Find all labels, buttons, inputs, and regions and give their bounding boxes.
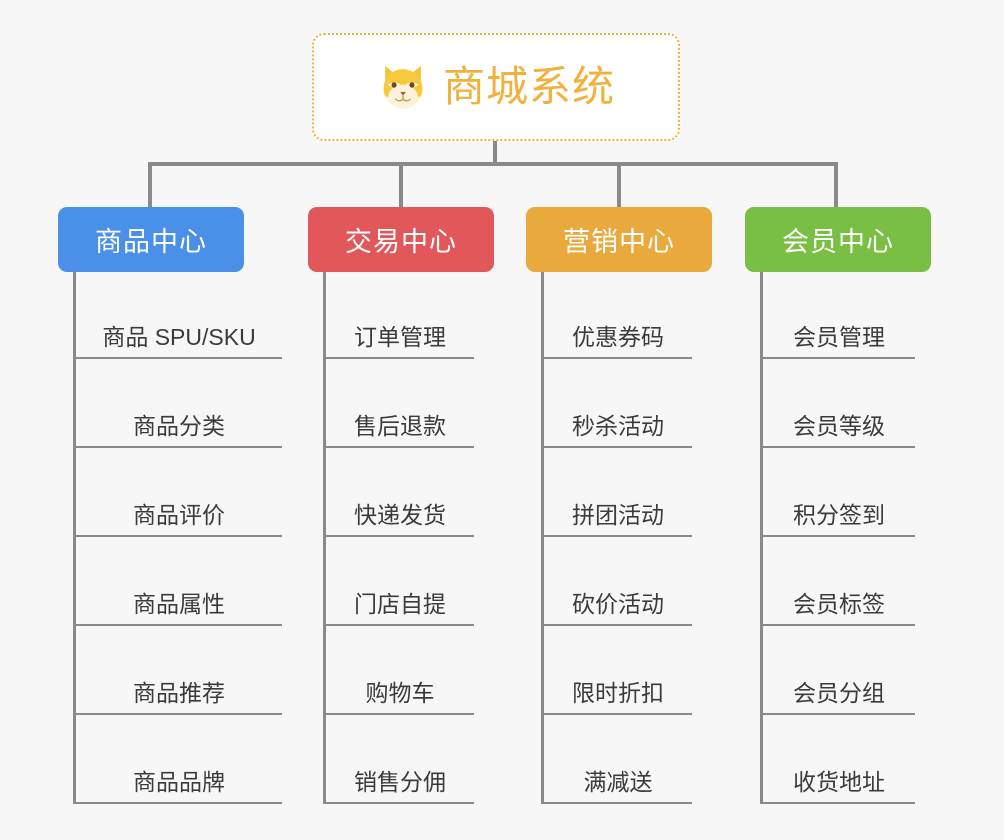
branch-header-4[interactable]: 会员中心	[745, 207, 931, 272]
list-item[interactable]: 商品属性	[76, 537, 282, 626]
branch-header-3[interactable]: 营销中心	[526, 207, 712, 272]
list-item-label: 购物车	[365, 680, 435, 706]
branch-items-3: 优惠券码 秒杀活动 拼团活动 砍价活动 限时折扣 满减送	[541, 272, 712, 804]
branch-items-4: 会员管理 会员等级 积分签到 会员标签 会员分组 收货地址	[760, 272, 931, 804]
list-item[interactable]: 商品 SPU/SKU	[76, 272, 282, 359]
branch-header-label-1: 商品中心	[95, 227, 207, 257]
root-title: 商城系统	[442, 63, 615, 110]
list-item[interactable]: 拼团活动	[544, 448, 692, 537]
connector-drop-4	[834, 162, 838, 208]
list-item-label: 砍价活动	[572, 591, 664, 617]
connector-root-stem	[493, 141, 497, 165]
branch-header-label-4: 会员中心	[782, 227, 894, 257]
list-item[interactable]: 砍价活动	[544, 537, 692, 626]
list-item[interactable]: 收货地址	[763, 715, 915, 804]
branch-items-2: 订单管理 售后退款 快递发货 门店自提 购物车 销售分佣	[323, 272, 494, 804]
connector-drop-1	[148, 162, 152, 208]
list-item-label: 满减送	[583, 769, 653, 795]
list-item-label: 拼团活动	[572, 502, 664, 528]
branch-header-label-3: 营销中心	[563, 227, 675, 257]
list-item[interactable]: 订单管理	[326, 272, 474, 359]
list-item[interactable]: 会员管理	[763, 272, 915, 359]
branch-column-4: 会员中心 会员管理 会员等级 积分签到 会员标签 会员分组 收货地址	[745, 207, 931, 804]
list-item-label: 商品 SPU/SKU	[102, 324, 256, 350]
list-item[interactable]: 门店自提	[326, 537, 474, 626]
connector-drop-2	[399, 162, 403, 208]
list-item[interactable]: 商品品牌	[76, 715, 282, 804]
list-item-label: 积分签到	[793, 502, 885, 528]
connector-horizontal-bus	[148, 162, 838, 166]
list-item[interactable]: 销售分佣	[326, 715, 474, 804]
list-item[interactable]: 商品评价	[76, 448, 282, 537]
list-item-label: 会员等级	[793, 413, 885, 439]
branch-items-1: 商品 SPU/SKU 商品分类 商品评价 商品属性 商品推荐 商品品牌	[73, 272, 282, 804]
branch-header-label-2: 交易中心	[345, 227, 457, 257]
list-item[interactable]: 限时折扣	[544, 626, 692, 715]
branch-header-2[interactable]: 交易中心	[308, 207, 494, 272]
list-item-label: 销售分佣	[354, 769, 446, 795]
list-item-label: 商品品牌	[133, 769, 225, 795]
list-item-label: 商品推荐	[133, 680, 225, 706]
connector-drop-3	[617, 162, 621, 208]
list-item-label: 会员标签	[793, 591, 885, 617]
branch-column-3: 营销中心 优惠券码 秒杀活动 拼团活动 砍价活动 限时折扣 满减送	[526, 207, 712, 804]
list-item[interactable]: 秒杀活动	[544, 359, 692, 448]
list-item[interactable]: 售后退款	[326, 359, 474, 448]
list-item[interactable]: 快递发货	[326, 448, 474, 537]
root-node[interactable]: 商城系统	[312, 33, 680, 141]
branch-header-1[interactable]: 商品中心	[58, 207, 244, 272]
list-item[interactable]: 会员等级	[763, 359, 915, 448]
shiba-dog-face-icon	[383, 65, 423, 109]
list-item[interactable]: 商品推荐	[76, 626, 282, 715]
list-item[interactable]: 积分签到	[763, 448, 915, 537]
list-item[interactable]: 会员分组	[763, 626, 915, 715]
list-item[interactable]: 优惠券码	[544, 272, 692, 359]
list-item[interactable]: 购物车	[326, 626, 474, 715]
list-item-label: 优惠券码	[572, 324, 664, 350]
list-item-label: 秒杀活动	[572, 413, 664, 439]
list-item-label: 门店自提	[354, 591, 446, 617]
list-item-label: 售后退款	[354, 413, 446, 439]
list-item-label: 收货地址	[793, 769, 885, 795]
list-item[interactable]: 会员标签	[763, 537, 915, 626]
list-item-label: 订单管理	[354, 324, 446, 350]
list-item-label: 限时折扣	[572, 680, 664, 706]
list-item[interactable]: 满减送	[544, 715, 692, 804]
list-item-label: 商品评价	[133, 502, 225, 528]
list-item-label: 商品属性	[133, 591, 225, 617]
list-item[interactable]: 商品分类	[76, 359, 282, 448]
list-item-label: 商品分类	[133, 413, 225, 439]
branch-column-2: 交易中心 订单管理 售后退款 快递发货 门店自提 购物车 销售分佣	[308, 207, 494, 804]
list-item-label: 会员分组	[793, 680, 885, 706]
list-item-label: 会员管理	[793, 324, 885, 350]
list-item-label: 快递发货	[354, 502, 446, 528]
branch-column-1: 商品中心 商品 SPU/SKU 商品分类 商品评价 商品属性 商品推荐 商品品牌	[58, 207, 282, 804]
